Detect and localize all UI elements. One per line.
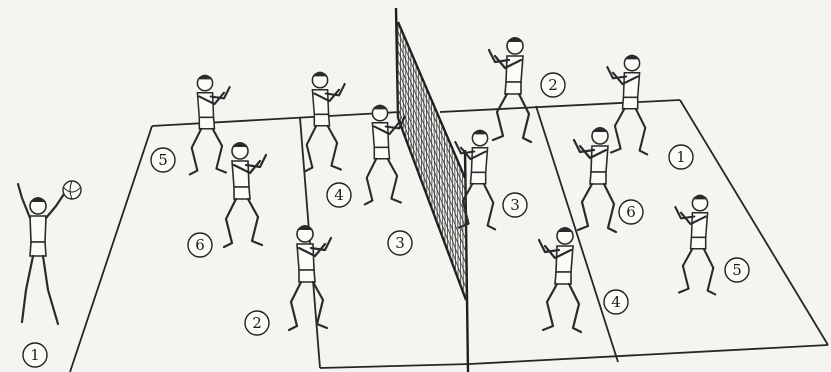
player-shorts bbox=[30, 242, 46, 256]
player-hair bbox=[30, 197, 46, 202]
marker-label: 3 bbox=[510, 196, 520, 214]
right-player-4 bbox=[539, 227, 581, 332]
net-mesh bbox=[398, 22, 466, 300]
players-layer bbox=[18, 37, 715, 332]
right-position-marker-6: 6 bbox=[619, 200, 643, 224]
player-arm-right bbox=[46, 194, 64, 218]
volleyball-net bbox=[396, 8, 468, 372]
player-hair bbox=[624, 55, 639, 60]
player-leg-back bbox=[224, 199, 236, 247]
right-position-marker-2: 2 bbox=[541, 73, 565, 97]
player-shorts bbox=[590, 172, 606, 184]
right-player-5 bbox=[675, 195, 715, 295]
left-player-5 bbox=[190, 75, 230, 175]
marker-label: 6 bbox=[195, 236, 205, 254]
player-leg-front bbox=[493, 94, 507, 140]
player-leg-right bbox=[43, 256, 58, 324]
left-position-marker-5: 5 bbox=[151, 148, 175, 172]
court-far-baseline bbox=[152, 112, 400, 126]
left-player-4 bbox=[305, 72, 345, 172]
court-far-baseline-right bbox=[440, 100, 680, 112]
player-hair bbox=[692, 195, 707, 200]
marker-label: 2 bbox=[252, 314, 262, 332]
player-leg-front bbox=[679, 249, 692, 293]
player-arm-left bbox=[18, 184, 30, 218]
player-torso bbox=[30, 216, 46, 242]
player-hair bbox=[312, 72, 327, 77]
player-leg-front bbox=[578, 184, 592, 230]
marker-label: 2 bbox=[548, 76, 558, 94]
player-leg-front bbox=[213, 129, 226, 173]
player-leg-front bbox=[388, 159, 401, 203]
player-leg-back bbox=[704, 249, 715, 295]
right-player-1 bbox=[607, 55, 647, 155]
player-shorts bbox=[691, 237, 706, 248]
left-position-marker-2: 2 bbox=[245, 311, 269, 335]
player-leg-back bbox=[190, 129, 201, 175]
player-shorts bbox=[234, 187, 250, 199]
player-shorts bbox=[314, 114, 329, 125]
marker-label: 1 bbox=[30, 346, 40, 364]
player-hair bbox=[232, 142, 248, 147]
player-leg-front bbox=[543, 284, 557, 330]
player-hair bbox=[592, 127, 608, 132]
player-leg-back bbox=[289, 282, 301, 330]
player-leg-back bbox=[604, 184, 616, 232]
court-near-baseline-right bbox=[470, 345, 828, 364]
player-shorts bbox=[299, 270, 315, 282]
player-leg-front bbox=[328, 126, 341, 170]
player-leg-back bbox=[569, 284, 581, 332]
player-shorts bbox=[374, 147, 389, 158]
player-leg-back bbox=[365, 159, 376, 205]
player-hair bbox=[507, 37, 523, 42]
player-leg-back bbox=[519, 94, 531, 142]
player-leg-front bbox=[611, 109, 624, 153]
player-leg-back bbox=[484, 184, 495, 230]
left-position-marker-1: 1 bbox=[23, 343, 47, 367]
marker-label: 5 bbox=[732, 261, 742, 279]
right-player-3 bbox=[455, 130, 495, 230]
marker-label: 4 bbox=[334, 186, 344, 204]
player-shorts bbox=[623, 97, 638, 108]
left-position-marker-4: 4 bbox=[327, 183, 351, 207]
player-hair bbox=[197, 75, 212, 80]
left-player-2 bbox=[289, 225, 331, 330]
marker-label: 4 bbox=[611, 293, 621, 311]
player-hair bbox=[472, 130, 487, 135]
player-hair bbox=[557, 227, 573, 232]
marker-label: 1 bbox=[676, 148, 686, 166]
right-player-2 bbox=[489, 37, 531, 142]
player-shorts bbox=[555, 272, 571, 284]
court-near-baseline bbox=[320, 364, 470, 368]
marker-label: 6 bbox=[626, 203, 636, 221]
right-position-marker-1: 1 bbox=[669, 145, 693, 169]
right-position-marker-4: 4 bbox=[604, 290, 628, 314]
right-position-marker-3: 3 bbox=[503, 193, 527, 217]
player-leg-back bbox=[305, 126, 316, 172]
marker-label: 3 bbox=[395, 234, 405, 252]
left-position-marker-3: 3 bbox=[388, 231, 412, 255]
left-server-player bbox=[18, 181, 81, 324]
left-player-6 bbox=[224, 142, 266, 247]
right-player-6 bbox=[574, 127, 616, 232]
player-shorts bbox=[199, 117, 214, 128]
court-left-sideline bbox=[70, 126, 152, 372]
right-position-marker-5: 5 bbox=[725, 258, 749, 282]
player-leg-front bbox=[248, 199, 262, 245]
player-hair bbox=[297, 225, 313, 230]
player-leg-back bbox=[636, 109, 647, 155]
player-hair bbox=[372, 105, 387, 110]
marker-label: 5 bbox=[158, 151, 168, 169]
player-leg-left bbox=[22, 256, 33, 322]
left-position-marker-6: 6 bbox=[188, 233, 212, 257]
player-shorts bbox=[505, 82, 521, 94]
player-shorts bbox=[471, 172, 486, 183]
